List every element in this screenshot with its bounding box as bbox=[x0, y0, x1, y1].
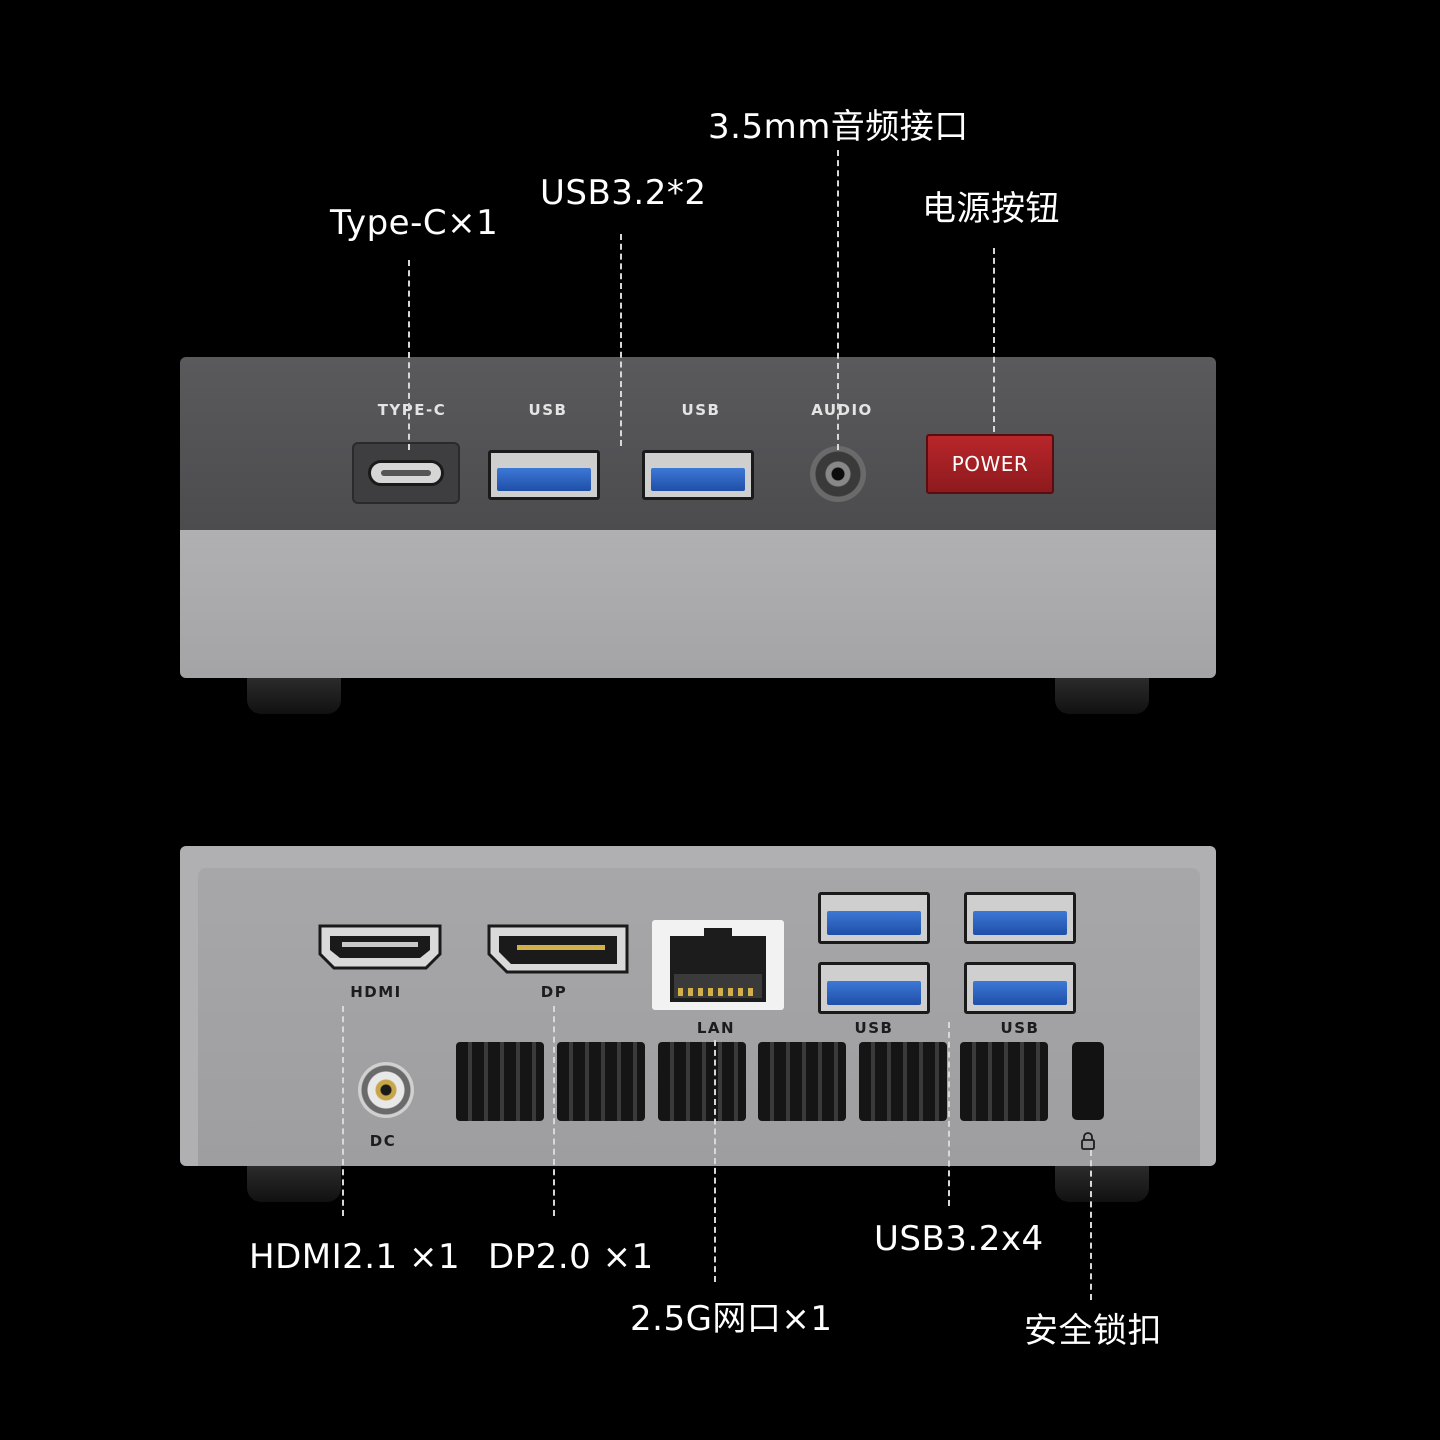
rear-usb-port-3[interactable] bbox=[818, 962, 930, 1014]
leader-usb-rear bbox=[948, 1022, 950, 1206]
front-usb-right-label: USB bbox=[681, 401, 721, 419]
front-foot-right bbox=[1055, 678, 1149, 714]
hdmi-label: HDMI bbox=[350, 983, 402, 1001]
rear-usb-port-1[interactable] bbox=[818, 892, 930, 944]
leader-hdmi bbox=[342, 1006, 344, 1216]
front-audio-label: AUDIO bbox=[811, 401, 873, 419]
leader-lock bbox=[1090, 1150, 1092, 1300]
rear-usb-port-2[interactable] bbox=[964, 892, 1076, 944]
hdmi-port[interactable] bbox=[318, 924, 442, 970]
callout-usb-front: USB3.2*2 bbox=[540, 173, 707, 213]
leader-usb-front bbox=[620, 234, 622, 446]
dc-label: DC bbox=[369, 1132, 397, 1150]
leader-typec bbox=[408, 260, 410, 450]
leader-power bbox=[993, 248, 995, 432]
front-usb-port-right[interactable] bbox=[642, 450, 754, 500]
callout-dp: DP2.0 ×1 bbox=[488, 1237, 654, 1277]
dp-label: DP bbox=[540, 983, 568, 1001]
front-typec-label: TYPE-C bbox=[377, 401, 447, 419]
rear-usb-left-label: USB bbox=[854, 1019, 894, 1037]
lan-label: LAN bbox=[696, 1019, 736, 1037]
callout-lan: 2.5G网口×1 bbox=[630, 1299, 833, 1339]
front-usb-left-label: USB bbox=[528, 401, 568, 419]
front-panel-bottom bbox=[180, 530, 1216, 678]
vent-slot-2 bbox=[557, 1042, 645, 1121]
callout-lock: 安全锁扣 bbox=[1024, 1311, 1162, 1351]
typec-port[interactable] bbox=[352, 442, 460, 504]
security-lock-slot[interactable] bbox=[1072, 1042, 1104, 1120]
displayport-port[interactable] bbox=[487, 924, 629, 974]
vent-slot-1 bbox=[456, 1042, 544, 1121]
lan-port[interactable] bbox=[652, 920, 784, 1010]
callout-hdmi: HDMI2.1 ×1 bbox=[249, 1237, 461, 1277]
power-button[interactable]: POWER bbox=[926, 434, 1054, 494]
leader-audio bbox=[837, 150, 839, 450]
vent-slot-4 bbox=[758, 1042, 846, 1121]
callout-audio: 3.5mm音频接口 bbox=[708, 107, 969, 147]
dc-jack[interactable] bbox=[358, 1062, 414, 1118]
front-usb-port-left[interactable] bbox=[488, 450, 600, 500]
rear-usb-port-4[interactable] bbox=[964, 962, 1076, 1014]
callout-usb-rear: USB3.2x4 bbox=[874, 1219, 1044, 1259]
rear-foot-right bbox=[1055, 1166, 1149, 1202]
callout-typec: Type-C×1 bbox=[330, 203, 499, 243]
lock-icon bbox=[1081, 1132, 1095, 1150]
rear-usb-right-label: USB bbox=[1000, 1019, 1040, 1037]
vent-slot-3 bbox=[658, 1042, 746, 1121]
vent-slot-5 bbox=[859, 1042, 947, 1121]
rear-foot-left bbox=[247, 1166, 341, 1202]
leader-lan bbox=[714, 1040, 716, 1282]
vent-slot-6 bbox=[960, 1042, 1048, 1121]
callout-power: 电源按钮 bbox=[922, 189, 1060, 229]
front-panel-top bbox=[180, 357, 1216, 530]
audio-jack[interactable] bbox=[810, 446, 866, 502]
front-foot-left bbox=[247, 678, 341, 714]
leader-dp bbox=[553, 1006, 555, 1216]
